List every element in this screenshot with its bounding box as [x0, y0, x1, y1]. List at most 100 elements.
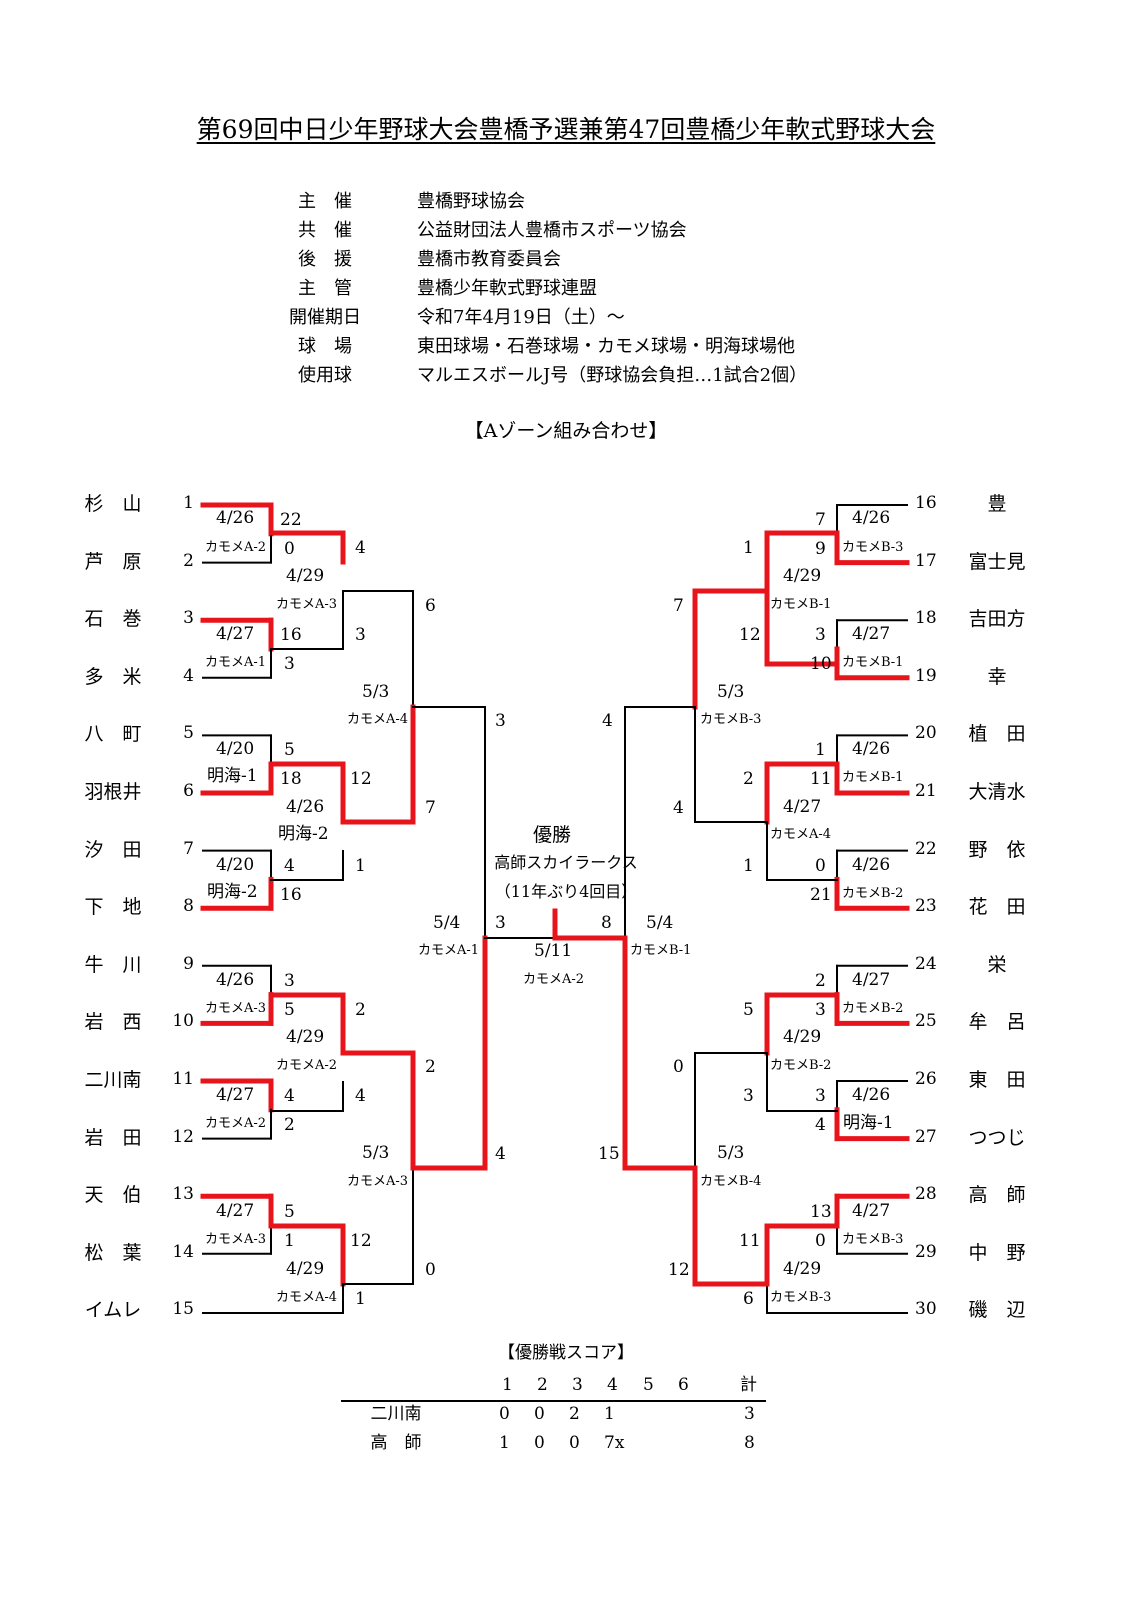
match-score: 2 — [743, 769, 754, 789]
team-seed: 20 — [915, 723, 937, 744]
match-score: 12 — [350, 769, 372, 789]
match-venue: カモメA-3 — [347, 1174, 409, 1189]
info-value: マルエスボールJ号（野球協会負担…1試合2個） — [417, 365, 808, 386]
match-date: 4/29 — [783, 1027, 822, 1047]
match-score: 12 — [668, 1260, 690, 1280]
team-name: 天 伯 — [84, 1184, 142, 1207]
team-name: つつじ — [968, 1126, 1026, 1149]
team-seed: 1 — [183, 493, 194, 513]
team-seed: 12 — [172, 1126, 194, 1147]
match-date: 4/29 — [286, 1027, 325, 1047]
match-date: 5/3 — [717, 1143, 745, 1163]
match-score: 7 — [425, 798, 436, 818]
match-score: 3 — [284, 654, 295, 674]
match-date: 4/27 — [216, 624, 255, 644]
team-seed: 6 — [183, 781, 194, 801]
match-score: 2 — [815, 971, 826, 991]
match-venue: カモメA-4 — [347, 712, 409, 727]
champion-team: 高師スカイラークス — [494, 853, 638, 872]
match-venue: カモメB-2 — [770, 1058, 832, 1073]
score-team: 高 師 — [370, 1433, 422, 1453]
team-name: 豊 — [987, 493, 1007, 515]
team-seed: 4 — [183, 665, 194, 686]
inning-score: 0 — [534, 1404, 545, 1424]
team-seed: 15 — [172, 1299, 194, 1320]
match-score: 4 — [355, 1086, 366, 1106]
info-label: 球 場 — [298, 336, 352, 357]
team-name: 富士見 — [968, 550, 1026, 573]
match-venue: カモメB-1 — [770, 597, 832, 612]
match-date: 4/27 — [852, 970, 891, 990]
info-value: 豊橋市教育委員会 — [417, 249, 561, 270]
match-score: 4 — [284, 856, 295, 876]
match-score: 4 — [355, 538, 366, 558]
team-seed: 5 — [183, 723, 194, 744]
match-date: 4/26 — [852, 739, 891, 759]
match-score: 16 — [280, 885, 302, 905]
match-venue: カモメB-1 — [842, 655, 904, 670]
match-venue: カモメA-2 — [523, 972, 585, 987]
match-score: 0 — [815, 856, 826, 876]
match-score: 0 — [815, 1231, 826, 1251]
match-venue: カモメA-1 — [418, 943, 480, 958]
inning-header: 6 — [678, 1375, 689, 1395]
match-score: 15 — [598, 1144, 620, 1164]
match-date: 4/26 — [852, 1085, 891, 1105]
team-seed: 21 — [915, 781, 937, 801]
match-score: 1 — [355, 1289, 366, 1309]
team-seed: 7 — [183, 838, 194, 859]
match-venue: カモメA-1 — [205, 655, 267, 670]
info-label: 主 催 — [298, 191, 352, 212]
match-date: 5/3 — [362, 682, 390, 702]
info-value: 豊橋野球協会 — [417, 191, 525, 212]
match-score: 3 — [495, 913, 506, 933]
match-date: 4/27 — [852, 624, 891, 644]
match-score: 11 — [810, 769, 832, 789]
team-seed: 27 — [915, 1126, 937, 1147]
team-name: 高 師 — [968, 1184, 1026, 1207]
score-total: 8 — [744, 1433, 755, 1453]
match-score: 5 — [743, 1000, 754, 1020]
team-seed: 29 — [915, 1241, 937, 1262]
info-label: 開催期日 — [289, 307, 361, 328]
info-value: 豊橋少年軟式野球連盟 — [417, 278, 597, 299]
team-seed: 10 — [172, 1011, 194, 1032]
match-score: 2 — [425, 1057, 436, 1077]
match-venue: カモメA-3 — [205, 1232, 267, 1247]
match-venue: カモメA-3 — [276, 597, 338, 612]
match-score: 6 — [425, 596, 436, 616]
team-name: 東 田 — [968, 1069, 1026, 1091]
scoreboard-title: 【優勝戦スコア】 — [498, 1343, 634, 1363]
team-name: イムレ — [84, 1299, 142, 1322]
match-score: 8 — [601, 913, 612, 933]
match-venue: カモメA-4 — [276, 1290, 338, 1305]
match-venue: カモメB-3 — [770, 1290, 832, 1305]
match-date: 4/26 — [852, 855, 891, 875]
match-score: 13 — [810, 1202, 832, 1222]
team-name: 大清水 — [968, 781, 1026, 803]
match-date: 5/3 — [717, 682, 745, 702]
team-name: 杉 山 — [84, 493, 142, 515]
match-date: 5/11 — [534, 941, 573, 961]
match-score: 0 — [425, 1260, 436, 1280]
match-date: 4/26 — [216, 970, 255, 990]
match-venue: カモメA-2 — [205, 540, 267, 555]
team-seed: 25 — [915, 1011, 937, 1032]
match-venue: カモメB-1 — [842, 770, 904, 785]
match-date: 4/20 — [216, 855, 255, 875]
team-name: 八 町 — [84, 723, 142, 746]
score-total: 3 — [744, 1404, 755, 1424]
team-seed: 26 — [915, 1069, 937, 1089]
match-venue: 明海-1 — [207, 766, 258, 786]
match-score: 1 — [815, 740, 826, 760]
match-score: 3 — [815, 625, 826, 645]
match-date: 4/26 — [216, 508, 255, 528]
match-score: 4 — [284, 1086, 295, 1106]
team-name: 多 米 — [84, 665, 142, 688]
team-name: 二川南 — [84, 1069, 142, 1091]
team-name: 下 地 — [84, 896, 142, 919]
info-label: 共 催 — [298, 220, 352, 241]
team-name: 牛 川 — [84, 953, 142, 976]
match-score: 18 — [280, 769, 302, 789]
